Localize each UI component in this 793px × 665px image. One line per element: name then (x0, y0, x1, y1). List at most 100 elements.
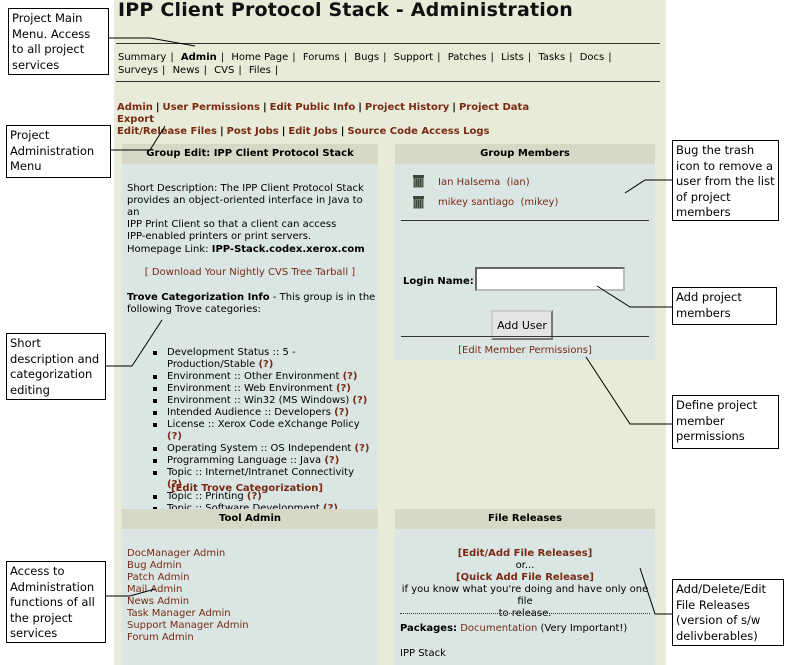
file-releases-heading: File Releases (395, 509, 655, 529)
support-manager-admin-link[interactable]: Support Manager Admin (127, 620, 249, 631)
nav-patches[interactable]: Patches (447, 52, 487, 63)
trove-help-link[interactable]: (?) (334, 407, 350, 418)
mail-admin-link[interactable]: Mail Admin (127, 584, 183, 595)
trove-help-link[interactable]: (?) (354, 443, 370, 454)
group-members-panel: Group Members Ian Halsema (ian) mikey sa… (395, 144, 655, 360)
quick-add-file-release-link[interactable]: [Quick Add File Release] (456, 572, 594, 583)
callout-line: Access to (10, 564, 65, 578)
hint-text: to release. (498, 608, 552, 619)
callout-line: member (676, 413, 725, 428)
nav-surveys[interactable]: Surveys (118, 65, 158, 76)
trove-text: Environment :: Web Environment (167, 383, 333, 394)
member-name[interactable]: Ian Halsema (438, 177, 501, 188)
callout-define-permissions: Define project member permissions (672, 395, 779, 449)
nav-cvs[interactable]: CVS (214, 65, 235, 76)
trove-text: Production/Stable (167, 359, 256, 370)
trove-help-link[interactable]: (?) (167, 431, 182, 442)
callout-line: of project (676, 189, 731, 204)
trove-help-link[interactable]: (?) (258, 359, 274, 370)
edit-member-permissions-link[interactable]: [Edit Member Permissions] (458, 345, 592, 356)
trash-icon[interactable] (412, 174, 425, 188)
download-tarball-text[interactable]: [ Download Your Nightly CVS Tree Tarball… (144, 267, 356, 278)
user-permissions-link[interactable]: User Permissions (162, 102, 260, 113)
nav-support[interactable]: Support (393, 52, 434, 63)
callout-line: icon to remove a (676, 158, 774, 173)
nav-lists[interactable]: Lists (501, 52, 524, 63)
callout-line: editing (10, 382, 50, 397)
tool-admin-panel: Tool Admin DocManager Admin Bug Admin Pa… (122, 509, 378, 665)
trove-help-link[interactable]: (?) (352, 395, 368, 406)
homepage-value: IPP-Stack.codex.xerox.com (211, 244, 365, 255)
trove-text: Topic :: Printing (167, 491, 244, 502)
admin-link[interactable]: Admin (117, 102, 153, 113)
trove-item: Topic :: Printing (?) (153, 491, 372, 503)
trove-item: Topic :: Internet/Intranet Connectivity … (153, 467, 372, 491)
post-jobs-link[interactable]: Post Jobs (226, 126, 279, 137)
forum-admin-link[interactable]: Forum Admin (127, 632, 194, 643)
callout-add-members: Add project members (672, 287, 777, 325)
callout-line: members (676, 305, 731, 320)
trove-help-link[interactable]: (?) (342, 371, 358, 382)
add-user-button[interactable]: Add User (491, 310, 553, 340)
edit-trove-link[interactable]: [Edit Trove Categorization] (171, 483, 323, 494)
trove-help-link[interactable]: (?) (167, 479, 182, 490)
divider (400, 613, 650, 614)
trove-text: Development Status :: 5 - (167, 347, 296, 358)
callout-line: the project (10, 610, 73, 625)
trove-item: Intended Audience :: Developers (?) (153, 407, 372, 419)
nav-files[interactable]: Files (248, 65, 271, 76)
member-username[interactable]: (ian) (506, 177, 530, 188)
trove-help-link[interactable]: (?) (324, 455, 340, 466)
project-history-link[interactable]: Project History (364, 102, 450, 113)
nav-bugs[interactable]: Bugs (354, 52, 380, 63)
desc-line: IPP-enabled printers or print servers. (127, 231, 312, 242)
source-code-access-logs-link[interactable]: Source Code Access Logs (347, 126, 490, 137)
login-name-input[interactable] (475, 267, 625, 291)
page-title: IPP Client Protocol Stack - Administrati… (118, 0, 573, 21)
group-edit-body: Short Description: The IPP Client Protoc… (122, 164, 378, 515)
docmanager-admin-link[interactable]: DocManager Admin (127, 548, 226, 559)
callout-line: Add project (676, 290, 742, 304)
trove-text: Environment :: Other Environment (167, 371, 340, 382)
trove-item: Programming Language :: Java (?) (153, 455, 372, 467)
nav-docs[interactable]: Docs (579, 52, 605, 63)
trove-help-link[interactable]: (?) (323, 503, 338, 514)
documentation-link[interactable]: Documentation (460, 623, 538, 634)
patch-admin-link[interactable]: Patch Admin (127, 572, 190, 583)
callout-line: categorization (10, 367, 93, 381)
nav-tasks[interactable]: Tasks (538, 52, 566, 63)
project-data-export-link[interactable]: Project Data Export (117, 102, 530, 125)
trove-item: Development Status :: 5 -Production/Stab… (153, 347, 372, 371)
bug-admin-link[interactable]: Bug Admin (127, 560, 182, 571)
download-tarball-link: [ Download Your Nightly CVS Tree Tarball… (122, 267, 378, 279)
trove-list: Development Status :: 5 -Production/Stab… (153, 347, 372, 515)
callout-line: user from the list (676, 174, 775, 188)
nav-summary[interactable]: Summary (118, 52, 167, 63)
callout-line: File Releases (676, 597, 750, 612)
edit-jobs-link[interactable]: Edit Jobs (288, 126, 338, 137)
trove-help-link[interactable]: (?) (246, 491, 262, 502)
edit-add-file-releases-link[interactable]: [Edit/Add File Releases] (457, 548, 593, 559)
callout-line: delivberables) (676, 628, 758, 643)
trash-icon[interactable] (412, 195, 425, 209)
member-username[interactable]: (mikey) (520, 197, 559, 208)
nav-forums[interactable]: Forums (302, 52, 340, 63)
callout-access-admin: Access to Administration functions of al… (6, 561, 106, 643)
member-name[interactable]: mikey santiago (438, 197, 515, 208)
nav-news[interactable]: News (172, 65, 200, 76)
edit-release-files-link[interactable]: Edit/Release Files (117, 126, 217, 137)
trove-item: Environment :: Other Environment (?) (153, 371, 372, 383)
edit-public-info-link[interactable]: Edit Public Info (269, 102, 356, 113)
nav-home-page[interactable]: Home Page (231, 52, 289, 63)
or-text: or... (515, 560, 535, 571)
callout-line: Menu. Access (12, 26, 91, 41)
news-admin-link[interactable]: News Admin (127, 596, 190, 607)
divider (401, 336, 649, 337)
member-row: Ian Halsema (ian) (438, 177, 530, 189)
trove-item: Operating System :: OS Independent (?) (153, 443, 372, 455)
task-manager-admin-link[interactable]: Task Manager Admin (127, 608, 231, 619)
nav-admin[interactable]: Admin (180, 52, 217, 63)
trove-intro: - This group is in the (269, 292, 376, 303)
trove-help-link[interactable]: (?) (335, 383, 351, 394)
member-row: mikey santiago (mikey) (438, 197, 558, 209)
